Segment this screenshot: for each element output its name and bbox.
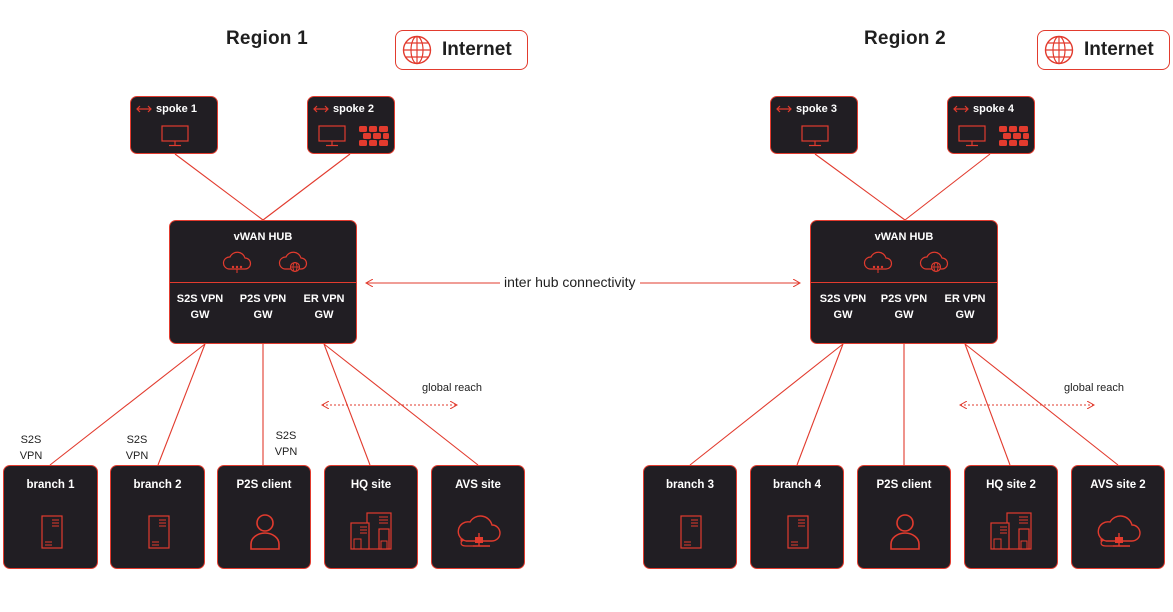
firewall-icon	[999, 126, 1029, 146]
spoke-label: spoke 2	[333, 103, 374, 115]
spoke-label: spoke 4	[973, 103, 1014, 115]
server-icon	[787, 515, 809, 549]
branch-4-link	[796, 343, 844, 466]
node-label: P2S client	[876, 479, 932, 491]
region-1-internet-badge: Internet	[395, 30, 528, 70]
server-icon	[148, 515, 170, 549]
firewall-icon	[359, 126, 389, 146]
cloud-globe-icon	[919, 251, 949, 273]
region-2-title: Region 2	[864, 28, 946, 49]
cloud-network-icon	[222, 251, 252, 273]
inter-hub-connectivity-label: inter hub connectivity	[500, 274, 640, 290]
spoke-1-link	[174, 153, 264, 221]
cloud-network-icon	[863, 251, 893, 273]
avs-site: AVS site	[431, 465, 525, 569]
branch-1: branch 1	[3, 465, 98, 569]
global-reach-label: global reach	[1064, 382, 1124, 394]
spoke-4-link	[904, 153, 991, 221]
monitor-icon	[801, 125, 829, 147]
spoke-3: spoke 3	[770, 96, 858, 154]
branch-3: branch 3	[643, 465, 737, 569]
spoke-3-link	[814, 153, 906, 221]
node-label: branch 2	[133, 479, 182, 491]
monitor-icon	[958, 125, 986, 147]
peering-arrow-icon	[313, 105, 329, 113]
p2s-client-2: P2S client	[857, 465, 951, 569]
node-label: AVS site 2	[1090, 479, 1146, 491]
spoke-2: spoke 2	[307, 96, 395, 154]
spoke-label: spoke 3	[796, 103, 837, 115]
branch-4: branch 4	[750, 465, 844, 569]
hub-divider	[811, 282, 997, 283]
branch-2-link	[157, 343, 206, 466]
node-label: branch 4	[773, 479, 821, 491]
buildings-icon	[990, 512, 1032, 550]
region-2-internet-badge: Internet	[1037, 30, 1170, 70]
peering-arrow-icon	[953, 105, 969, 113]
branch-1-link	[49, 343, 206, 466]
peering-arrow-icon	[136, 105, 152, 113]
cloud-globe-icon	[278, 251, 308, 273]
spoke-1: spoke 1	[130, 96, 218, 154]
hub-divider	[170, 282, 356, 283]
spoke-2-link	[262, 153, 351, 221]
hq-site: HQ site	[324, 465, 418, 569]
cloud-vmware-icon	[1097, 515, 1141, 547]
node-label: HQ site	[350, 479, 392, 491]
peering-arrow-icon	[776, 105, 792, 113]
cloud-vmware-icon	[457, 515, 501, 547]
server-icon	[680, 515, 702, 549]
node-label: P2S client	[236, 479, 292, 491]
monitor-icon	[318, 125, 346, 147]
node-label: HQ site 2	[986, 479, 1036, 491]
user-icon	[250, 514, 280, 550]
internet-label: Internet	[442, 39, 512, 60]
branch-3-link	[689, 343, 844, 466]
spoke-4: spoke 4	[947, 96, 1035, 154]
buildings-icon	[350, 512, 392, 550]
node-label: branch 1	[26, 479, 75, 491]
internet-label: Internet	[1084, 39, 1154, 60]
global-reach-label: global reach	[422, 382, 482, 394]
spoke-label: spoke 1	[156, 103, 197, 115]
node-label: branch 3	[666, 479, 714, 491]
monitor-icon	[161, 125, 189, 147]
user-icon	[890, 514, 920, 550]
region-1-title: Region 1	[226, 28, 308, 49]
p2s-client-1: P2S client	[217, 465, 311, 569]
hub-title: vWAN HUB	[233, 231, 293, 243]
branch-2: branch 2	[110, 465, 205, 569]
node-label: AVS site	[455, 479, 501, 491]
globe-icon	[1044, 35, 1074, 65]
hub-title: vWAN HUB	[874, 231, 934, 243]
avs-site-2: AVS site 2	[1071, 465, 1165, 569]
hq-site-2: HQ site 2	[964, 465, 1058, 569]
server-icon	[41, 515, 63, 549]
globe-icon	[402, 35, 432, 65]
